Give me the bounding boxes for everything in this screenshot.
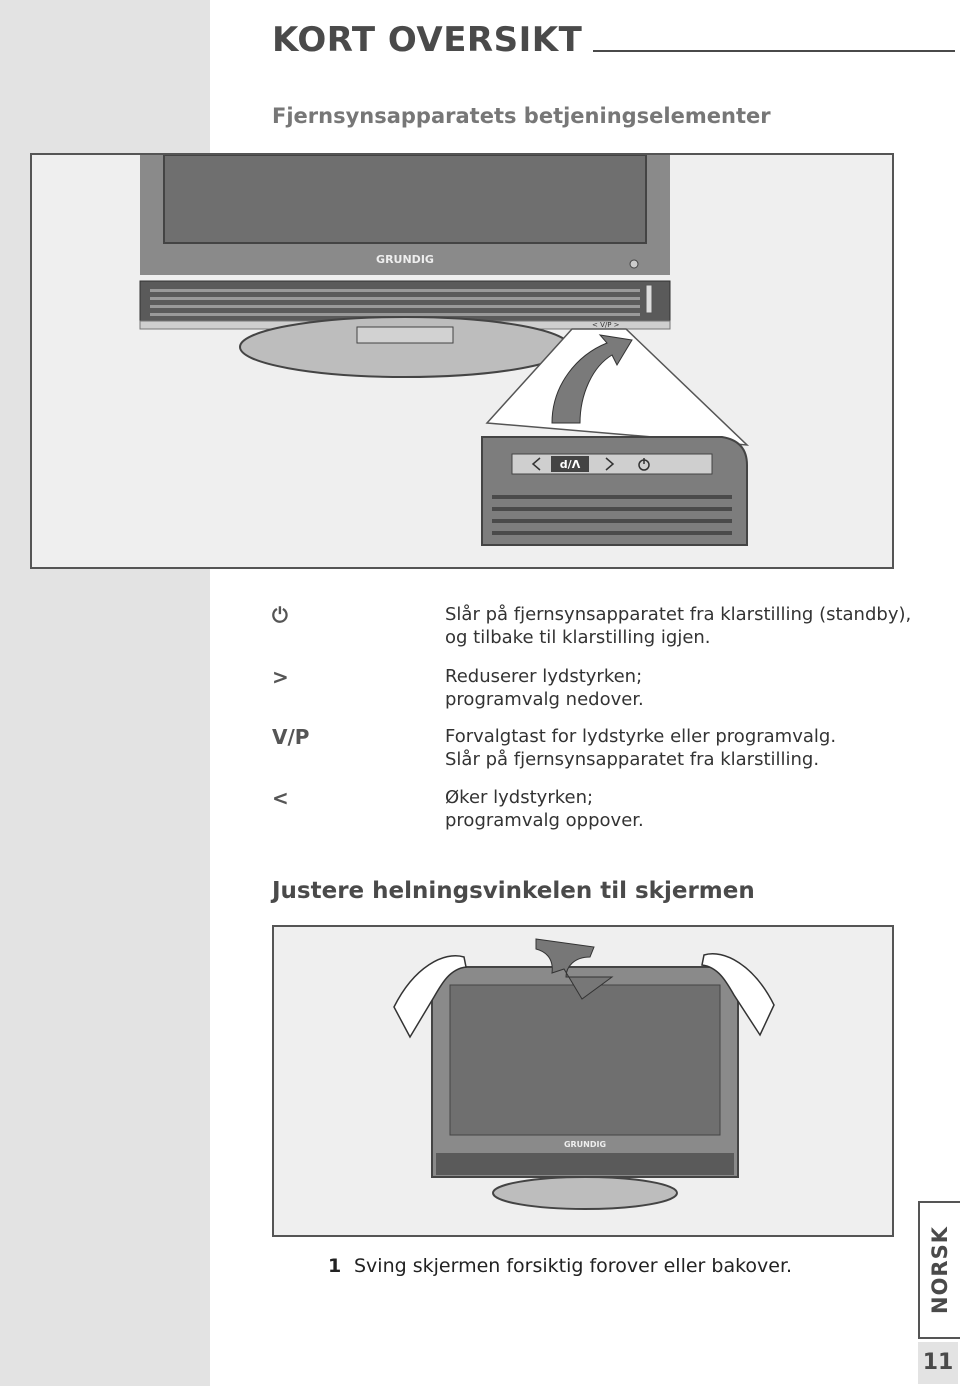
legend-line: Øker lydstyrken;: [445, 787, 594, 808]
side-slot: [645, 284, 653, 314]
right-hand-icon: [701, 953, 775, 1037]
zoom-less-than-icon: [531, 457, 541, 471]
section-title-tilt: Justere helningsvinkelen til skjermen: [272, 878, 755, 904]
legend-line: Forvalgtast for lydstyrke eller programv…: [445, 726, 837, 747]
greater-than-icon: >: [272, 665, 289, 689]
legend-text: Øker lydstyrken; programvalg oppover.: [445, 786, 915, 832]
title-rule: [593, 50, 955, 52]
legend-line: programvalg nedover.: [445, 689, 644, 710]
tilt-arrow-icon: [535, 938, 614, 1000]
tv-controls-figure: GRUNDIG < V/P > d/Λ: [30, 153, 894, 569]
legend-line: programvalg oppover.: [445, 810, 644, 831]
tv-stand-base: [239, 316, 571, 378]
legend-line: Slår på fjernsynsapparatet fra klarstill…: [445, 604, 912, 625]
tv-brand-logo: GRUNDIG: [376, 253, 434, 266]
zoom-vp-label: d/Λ: [560, 458, 581, 471]
zoom-greater-than-icon: [605, 457, 615, 471]
curved-arrow-icon: [551, 334, 633, 424]
power-icon: ⏻: [272, 603, 288, 627]
page-title: KORT OVERSIKT: [272, 20, 583, 60]
left-band-middle: [0, 575, 210, 875]
zoomed-panel: [481, 436, 748, 546]
left-band-bottom: [0, 875, 210, 1386]
language-tab: NORSK: [918, 1201, 960, 1339]
left-hand-icon: [393, 955, 467, 1039]
legend-line: og tilbake til klarstilling igjen.: [445, 627, 711, 648]
step-number: 1: [328, 1255, 342, 1277]
legend-text: Slår på fjernsynsapparatet fra klarstill…: [445, 603, 915, 649]
step-text: Sving skjermen forsiktig forover eller b…: [354, 1255, 793, 1277]
less-than-icon: <: [272, 786, 289, 810]
section-subtitle: Fjernsynsapparatets betjeningselementer: [272, 104, 771, 128]
legend-line: Reduserer lydstyrken;: [445, 666, 643, 687]
zoom-vp-button[interactable]: [551, 456, 589, 472]
page-number: 11: [922, 1350, 954, 1375]
legend-text: Forvalgtast for lydstyrke eller programv…: [445, 725, 915, 771]
tilt-tv-screen: [449, 984, 721, 1136]
legend-line: Slår på fjernsynsapparatet fra klarstill…: [445, 749, 820, 770]
tilt-figure: GRUNDIG: [272, 925, 894, 1237]
tilt-speaker-grille: [436, 1153, 734, 1175]
tv-screen: [163, 154, 647, 244]
tv-stand-neck: [356, 326, 454, 344]
power-led-icon: [629, 259, 639, 269]
tilt-brand-logo: GRUNDIG: [564, 1140, 606, 1149]
page-number-tab: 11: [918, 1342, 958, 1384]
step-item: 1 Sving skjermen forsiktig forover eller …: [328, 1255, 792, 1277]
language-label: NORSK: [928, 1226, 952, 1314]
legend-text: Reduserer lydstyrken; programvalg nedove…: [445, 665, 915, 711]
vp-symbol: V/P: [272, 725, 310, 749]
tilt-stand: [492, 1176, 678, 1210]
tv-controls-illustration: GRUNDIG < V/P > d/Λ: [139, 154, 750, 546]
small-buttons-label: < V/P >: [592, 321, 620, 329]
tilt-illustration: GRUNDIG: [393, 938, 775, 1210]
